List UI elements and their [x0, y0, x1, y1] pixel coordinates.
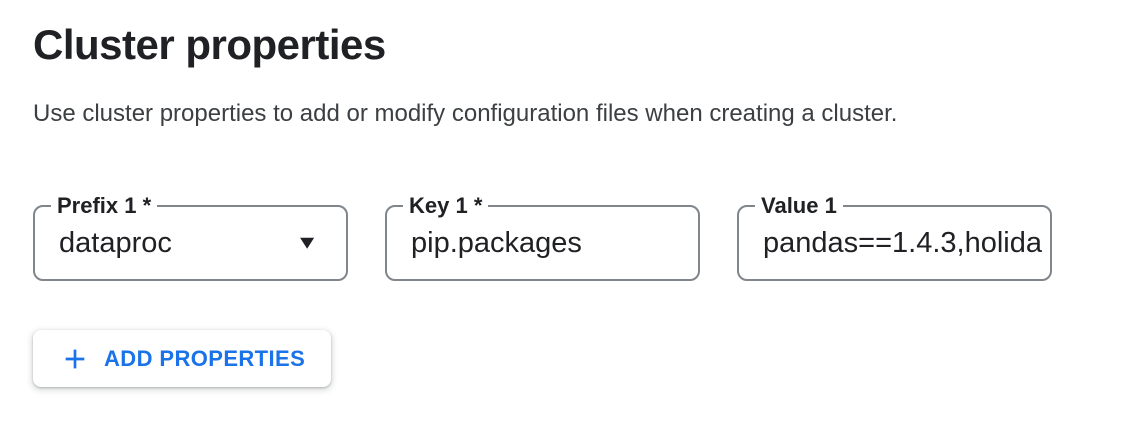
add-properties-button[interactable]: ADD PROPERTIES [33, 330, 332, 387]
prefix-select-field: Prefix 1 * dataproc ▼ [33, 192, 348, 281]
key-field: Key 1 * [385, 192, 700, 281]
prefix-field-label: Prefix 1 * [51, 192, 158, 220]
value-field-label: Value 1 [755, 192, 843, 220]
prefix-select[interactable]: dataproc ▼ [35, 207, 346, 279]
plus-icon [59, 343, 91, 375]
key-field-label: Key 1 * [403, 192, 489, 220]
prefix-selected-value: dataproc [59, 226, 172, 259]
cluster-properties-panel: Cluster properties Use cluster propertie… [33, 21, 1086, 387]
page-title: Cluster properties [33, 21, 386, 68]
add-properties-label: ADD PROPERTIES [104, 345, 306, 371]
dropdown-arrow-icon: ▼ [295, 232, 319, 254]
property-row: Prefix 1 * dataproc ▼ Key 1 * Value 1 [33, 192, 1086, 281]
value-field: Value 1 [737, 192, 1052, 281]
page-description: Use cluster properties to add or modify … [33, 100, 898, 127]
